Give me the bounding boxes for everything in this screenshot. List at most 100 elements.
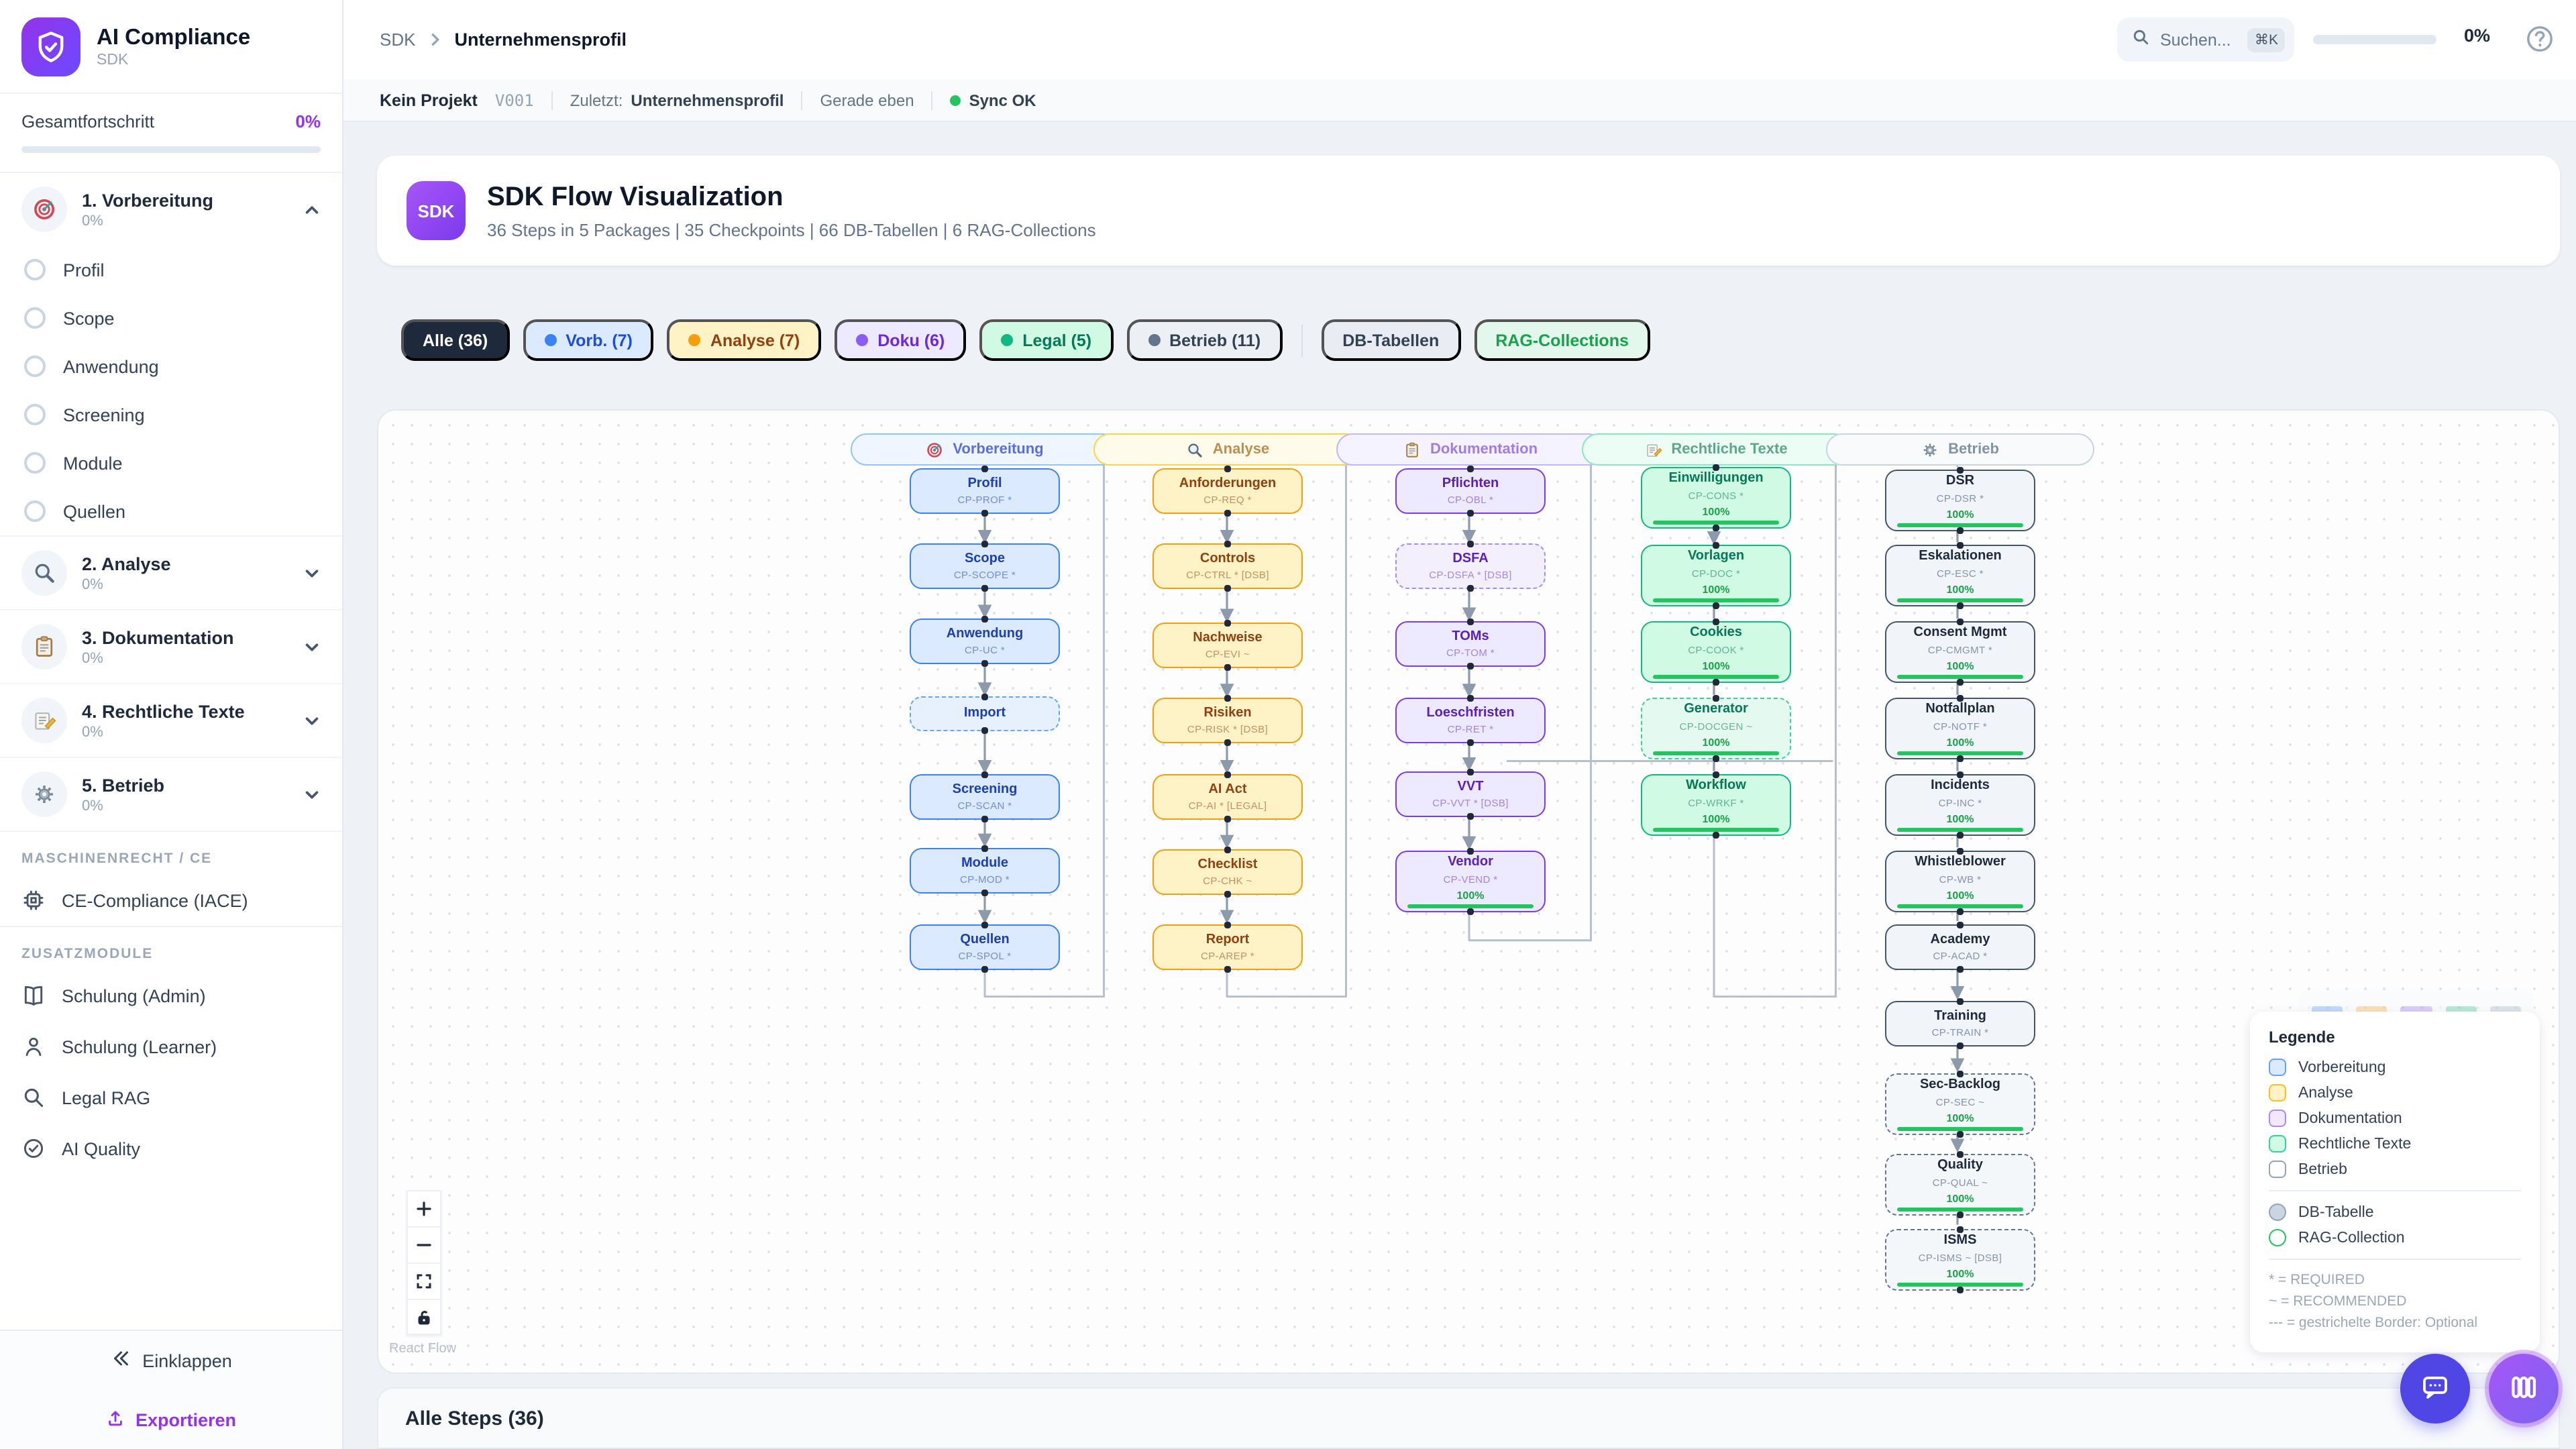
flow-node-progress-value: 100% <box>1702 736 1730 748</box>
phase-percent: 0% <box>82 576 103 592</box>
filter-legal-5-[interactable]: Legal (5) <box>979 319 1114 361</box>
chat-fab-button[interactable] <box>2400 1354 2470 1424</box>
sidebar-item-profil[interactable]: Profil <box>0 246 342 294</box>
filter-analyse-7-[interactable]: Analyse (7) <box>667 319 822 361</box>
sidebar-footer: Einklappen Exportieren <box>0 1330 342 1449</box>
sidebar-item-ce-compliance-iace-[interactable]: CE-Compliance (IACE) <box>0 875 342 926</box>
flow-node-progress-value: 100% <box>1946 889 1974 901</box>
filter-betrieb-11-[interactable]: Betrieb (11) <box>1126 319 1283 361</box>
filter-alle-36-[interactable]: Alle (36) <box>401 319 510 361</box>
flow-node-title: Cookies <box>1690 625 1742 640</box>
flow-node-title: Consent Mgmt <box>1913 625 2007 640</box>
version-badge: V001 <box>494 91 534 109</box>
sidebar-item-label: Anwendung <box>63 356 159 376</box>
sidebar-item-screening[interactable]: Screening <box>0 390 342 439</box>
overall-progress-label: Gesamtfortschritt <box>21 111 154 131</box>
flow-node-title: Anforderungen <box>1179 476 1277 491</box>
filter-rag-collections[interactable]: RAG-Collections <box>1474 319 1650 361</box>
flow-node-title: Checklist <box>1197 857 1258 872</box>
filter-db-tabellen[interactable]: DB-Tabellen <box>1321 319 1461 361</box>
sidebar-item-legal-rag[interactable]: Legal RAG <box>0 1072 342 1123</box>
phase-label: 5. Betrieb <box>82 775 165 795</box>
flow-node-title: Loeschfristen <box>1426 705 1515 720</box>
flow-group-betrieb[interactable]: Betrieb <box>1826 433 2094 466</box>
sidebar-item-anwendung[interactable]: Anwendung <box>0 342 342 390</box>
zoom-out-button[interactable] <box>407 1226 441 1263</box>
magnifier-icon <box>21 550 67 596</box>
sidebar-item-scope[interactable]: Scope <box>0 294 342 342</box>
person-icon <box>21 1034 46 1059</box>
flow-group-analyse[interactable]: Analyse <box>1093 433 1362 466</box>
sidebar-item-ai-quality[interactable]: AI Quality <box>0 1123 342 1174</box>
sidebar-item-quellen[interactable]: Quellen <box>0 487 342 535</box>
flow-group-dokumentation[interactable]: Dokumentation <box>1336 433 1605 466</box>
radio-circle-icon <box>24 452 46 474</box>
sidebar-item-label: Module <box>63 453 123 473</box>
legend-swatch-purple <box>2269 1110 2286 1127</box>
lock-toggle-button[interactable] <box>407 1299 441 1335</box>
flow-node-title: Profil <box>967 476 1002 491</box>
pencil-icon <box>1644 441 1662 458</box>
flow-node-import[interactable]: Import <box>910 696 1060 731</box>
sidebar-item-schulung-admin-[interactable]: Schulung (Admin) <box>0 970 342 1021</box>
breadcrumb-sdk[interactable]: SDK <box>380 30 416 50</box>
flow-group-vorbereitung[interactable]: Vorbereitung <box>851 433 1119 466</box>
sidebar-item-label: Schulung (Admin) <box>62 985 206 1006</box>
page-title: SDK Flow Visualization <box>487 182 784 211</box>
sidebar-item-module[interactable]: Module <box>0 439 342 487</box>
panel-toggle-fab-button[interactable] <box>2489 1354 2559 1424</box>
fit-view-button[interactable] <box>407 1263 441 1299</box>
help-icon[interactable] <box>2524 23 2556 55</box>
search-input[interactable]: Suchen... ⌘K <box>2117 17 2294 62</box>
export-button[interactable]: Exportieren <box>0 1390 342 1449</box>
filter-doku-6-[interactable]: Doku (6) <box>835 319 967 361</box>
filter-vorb-7-[interactable]: Vorb. (7) <box>523 319 654 361</box>
sidebar-item-schulung-learner-[interactable]: Schulung (Learner) <box>0 1021 342 1072</box>
collapse-sidebar-button[interactable]: Einklappen <box>0 1331 342 1390</box>
flow-group-rechtliche-texte[interactable]: Rechtliche Texte <box>1582 433 1850 466</box>
zoom-in-button[interactable] <box>407 1190 441 1226</box>
